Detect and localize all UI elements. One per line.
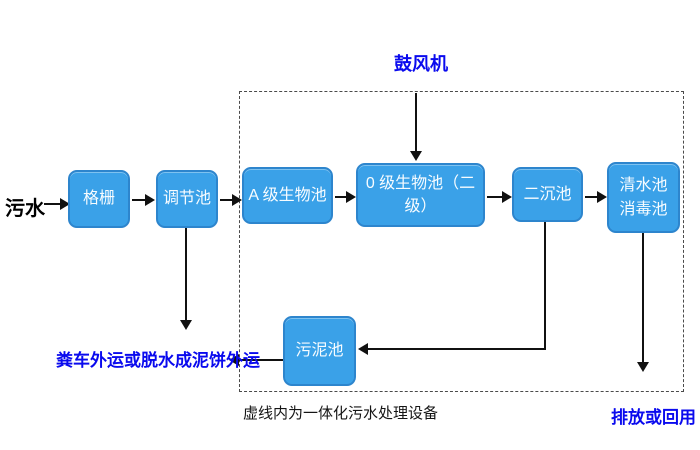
arrow-obio-to-sedimentation (487, 196, 502, 198)
arrow-clearwater-to-discharge (642, 233, 644, 362)
arrow-regulating-to-abio (220, 199, 232, 201)
sludge-disposal-label: 粪车外运或脱水成泥饼外运 (56, 351, 260, 370)
node-o-bio-tank: 0 级生物池（二级） (356, 163, 485, 227)
node-secondary-sedimentation-tank-label: 二沉池 (523, 185, 572, 203)
arrowhead-obio-to-sedimentation (502, 191, 512, 203)
arrowhead-influent-to-grid (60, 198, 70, 210)
arrowhead-sludge-to-out (229, 354, 239, 366)
node-secondary-sedimentation-tank: 二沉池 (512, 167, 583, 222)
arrowhead-clearwater-to-discharge (637, 362, 649, 372)
arrow-grid-to-regulating (132, 199, 145, 201)
arrowhead-sedimentation-to-clearwater (597, 191, 607, 203)
arrow-blower-to-obio (415, 93, 417, 151)
node-clear-water-label: 清水池 (619, 177, 668, 195)
node-a-bio-tank-label: A 级生物池 (248, 186, 327, 204)
node-regulating-tank-label: 调节池 (162, 190, 211, 208)
arrowhead-blower-to-obio (410, 151, 422, 161)
node-grid-label: 格栅 (82, 190, 115, 208)
node-sludge-tank-label: 污泥池 (295, 342, 344, 360)
node-a-bio-tank: A 级生物池 (242, 167, 333, 224)
node-disinfection-label: 消毒池 (619, 200, 668, 218)
arrowhead-regulating-to-abio (232, 194, 242, 206)
discharge-label: 排放或回用 (611, 408, 696, 427)
node-regulating-tank: 调节池 (156, 170, 218, 228)
node-grid: 格栅 (68, 170, 130, 228)
arrow-sedimentation-to-clearwater (585, 196, 597, 198)
arrow-influent-to-grid (44, 203, 61, 205)
node-o-bio-tank-label: 0 级生物池（二级） (365, 174, 476, 215)
arrowhead-grid-to-regulating (145, 194, 155, 206)
arrow-sludge-to-out (239, 359, 283, 361)
arrowhead-sedimentation-to-sludge (358, 343, 368, 355)
equipment-dashed-boundary (239, 91, 684, 392)
arrowhead-abio-to-obio (346, 191, 356, 203)
arrow-sedimentation-to-sludge-horizontal (368, 348, 546, 350)
node-sludge-tank: 污泥池 (283, 316, 356, 386)
arrowhead-regulating-to-sludgeout (180, 320, 192, 330)
arrow-abio-to-obio (335, 196, 346, 198)
node-clear-water-disinfection-tank: 清水池 消毒池 (607, 162, 680, 233)
influent-label: 污水 (5, 198, 45, 220)
arrow-sedimentation-to-sludge-vertical (544, 222, 546, 349)
equipment-caption: 虚线内为一体化污水处理设备 (243, 405, 439, 422)
blower-label: 鼓风机 (394, 54, 448, 74)
arrow-regulating-to-sludgeout (185, 228, 187, 320)
